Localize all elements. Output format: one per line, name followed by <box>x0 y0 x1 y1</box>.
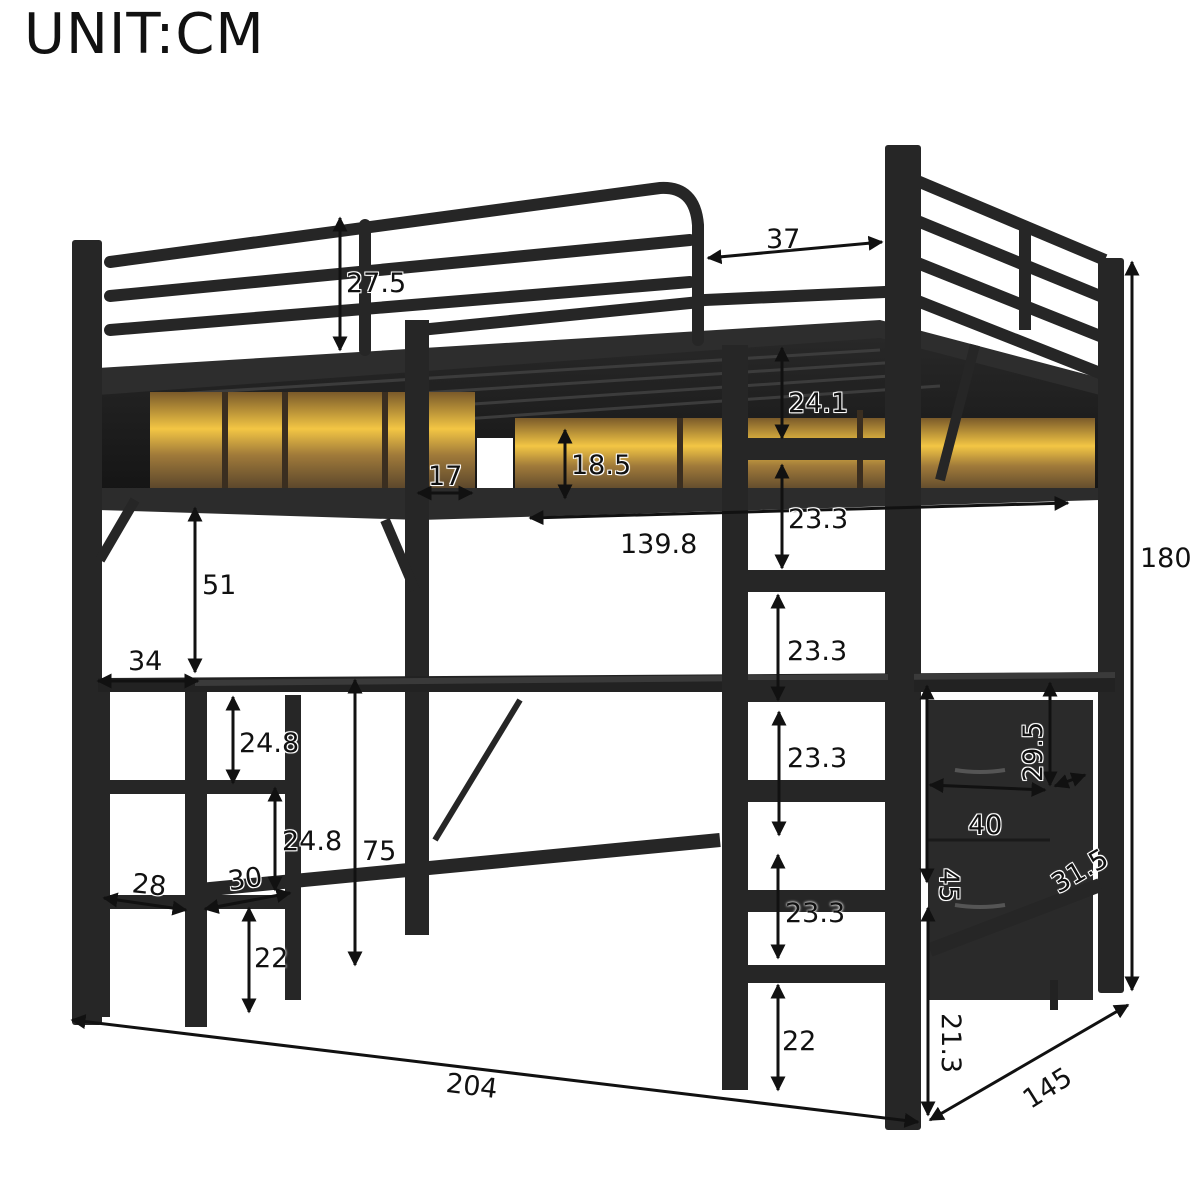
dim-ladder-step-2: 23.3 <box>787 636 848 667</box>
dim-drawer-height: 29.5 <box>1018 721 1049 782</box>
left-guardrail <box>104 181 891 356</box>
dim-desk-to-bed: 51 <box>202 570 237 601</box>
dim-bottom-shelf-width-2: 30 <box>226 861 265 898</box>
dim-ladder-step-3: 23.3 <box>787 743 848 774</box>
dim-desk-height: 75 <box>362 836 397 867</box>
dim-guardrail-height: 27.5 <box>346 268 407 299</box>
bed-side-rail <box>98 320 1100 395</box>
dim-ladder-step-1: 23.3 <box>788 504 849 535</box>
dim-drawer-floor-clearance: 21.3 <box>935 1013 966 1074</box>
dim-shelf-cubby-width: 17 <box>428 461 463 492</box>
dim-overall-height: 180 <box>1140 543 1192 574</box>
right-guardrail <box>912 174 1108 381</box>
dim-side-shelf-gap-1: 24.8 <box>239 728 300 759</box>
dim-under-bed-clearance-top: 24.1 <box>788 388 849 419</box>
unit-title: UNIT:CM <box>24 2 265 67</box>
dim-bottom-shelf-clearance: 22 <box>254 943 289 974</box>
dim-drawer-width: 40 <box>968 810 1003 841</box>
dim-drawer-unit-height: 45 <box>933 868 964 903</box>
dim-ladder-bottom: 22 <box>782 1026 817 1057</box>
dimension-lines <box>70 216 1140 1128</box>
dim-guardrail-opening: 37 <box>766 224 801 255</box>
dim-shelf-height: 18.5 <box>571 450 632 481</box>
dim-ladder-step-4: 23.3 <box>785 898 846 929</box>
dim-desk-side-depth: 34 <box>128 646 163 677</box>
corner-brackets <box>95 343 980 592</box>
dim-bottom-shelf-width-1: 28 <box>130 868 168 903</box>
dim-overall-length: 204 <box>444 1067 500 1106</box>
drawer-unit <box>927 700 1103 1010</box>
dim-side-shelf-gap-2: 24.8 <box>282 826 343 857</box>
dim-shelf-length: 139.8 <box>620 529 698 560</box>
